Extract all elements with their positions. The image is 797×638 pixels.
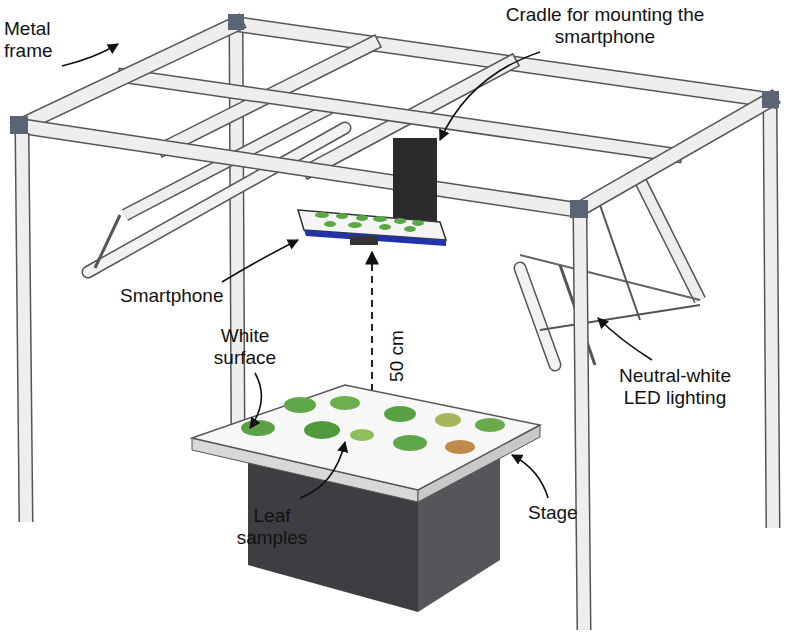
- surface-label: White surface: [205, 325, 285, 369]
- distance-label: 50 cm: [386, 321, 408, 391]
- frame-label: Metal frame: [4, 18, 74, 62]
- smartphone-label: Smartphone: [120, 285, 230, 307]
- cradle-label: Cradle for mounting the smartphone: [505, 4, 705, 48]
- leaf-label: Leaf samples: [232, 505, 312, 549]
- stage-label: Stage: [528, 502, 598, 524]
- lighting-label: Neutral-white LED lighting: [600, 365, 750, 409]
